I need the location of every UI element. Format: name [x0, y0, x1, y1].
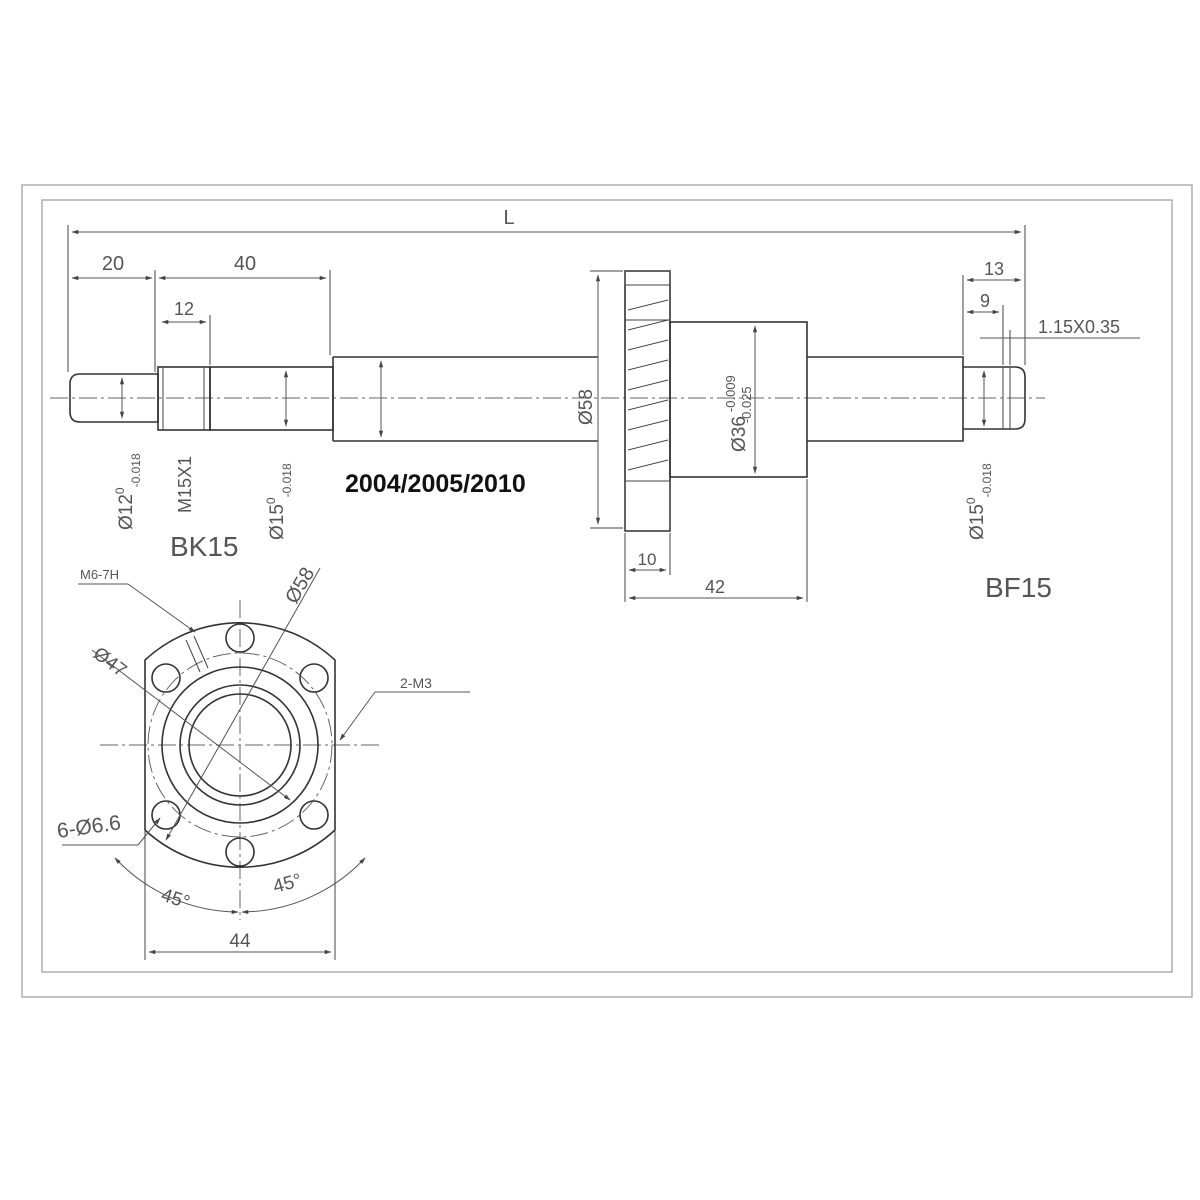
screw-body — [332, 356, 598, 442]
bolt-hole-bottom-left — [151, 800, 181, 830]
right-journal — [963, 366, 1026, 430]
dim-40: 40 — [234, 253, 256, 275]
bolt-hole-top — [225, 623, 255, 653]
outer-frame — [21, 184, 1193, 998]
bolt-hole-bottom-right — [299, 800, 329, 830]
dim-L: L — [503, 207, 514, 229]
oil-holes-label: 2-M3 — [400, 675, 432, 691]
thread-label: M15X1 — [175, 456, 195, 513]
dia-15-right-label: Ø150-0.018 — [964, 463, 994, 540]
dim-20: 20 — [102, 253, 124, 275]
nut-body — [669, 321, 808, 478]
dia-15-left-label: Ø150-0.018 — [264, 463, 294, 540]
dia-12-label: Ø120-0.018 — [113, 453, 143, 530]
right-shaft — [807, 356, 964, 442]
inner-frame — [41, 199, 1173, 973]
dia-47-label: Ø47 — [89, 643, 130, 681]
bore-inner — [188, 693, 292, 797]
side-view: L 20 40 12 13 9 1.15X0.35 Ø120-0.018 M15… — [50, 207, 1140, 603]
dia-36-label: Ø36-0.009-0.025 — [723, 375, 754, 452]
mount-thread-label: M6-7H — [80, 567, 119, 582]
dim-12: 12 — [174, 299, 194, 319]
dim-9: 9 — [980, 291, 990, 311]
dim-42: 42 — [705, 577, 725, 597]
model-numbers: 2004/2005/2010 — [345, 470, 526, 498]
left-support-label: BK15 — [170, 531, 239, 562]
left-journal — [69, 373, 159, 423]
end-dia-58-label: Ø58 — [281, 564, 319, 608]
dim-groove: 1.15X0.35 — [1038, 317, 1120, 337]
bolt-hole-bottom — [225, 837, 255, 867]
nut-body-circle — [161, 666, 319, 824]
bore-outer — [179, 684, 301, 806]
dim-13: 13 — [984, 259, 1004, 279]
bolt-hole-top-right — [299, 663, 329, 693]
angle-left-label: 45° — [158, 885, 192, 914]
dia-58-label: Ø58 — [576, 389, 597, 425]
angle-right-label: 45° — [271, 870, 304, 898]
bolt-hole-top-left — [151, 663, 181, 693]
dim-44: 44 — [229, 931, 251, 952]
bolt-circle — [147, 652, 333, 838]
dim-10: 10 — [638, 550, 657, 569]
bolt-holes-label: 6-Ø6.6 — [55, 811, 122, 843]
right-support-label: BF15 — [985, 572, 1052, 603]
end-view: M6-7H Ø58 Ø47 2-M3 6-Ø6.6 45° 45° 44 — [55, 564, 470, 960]
